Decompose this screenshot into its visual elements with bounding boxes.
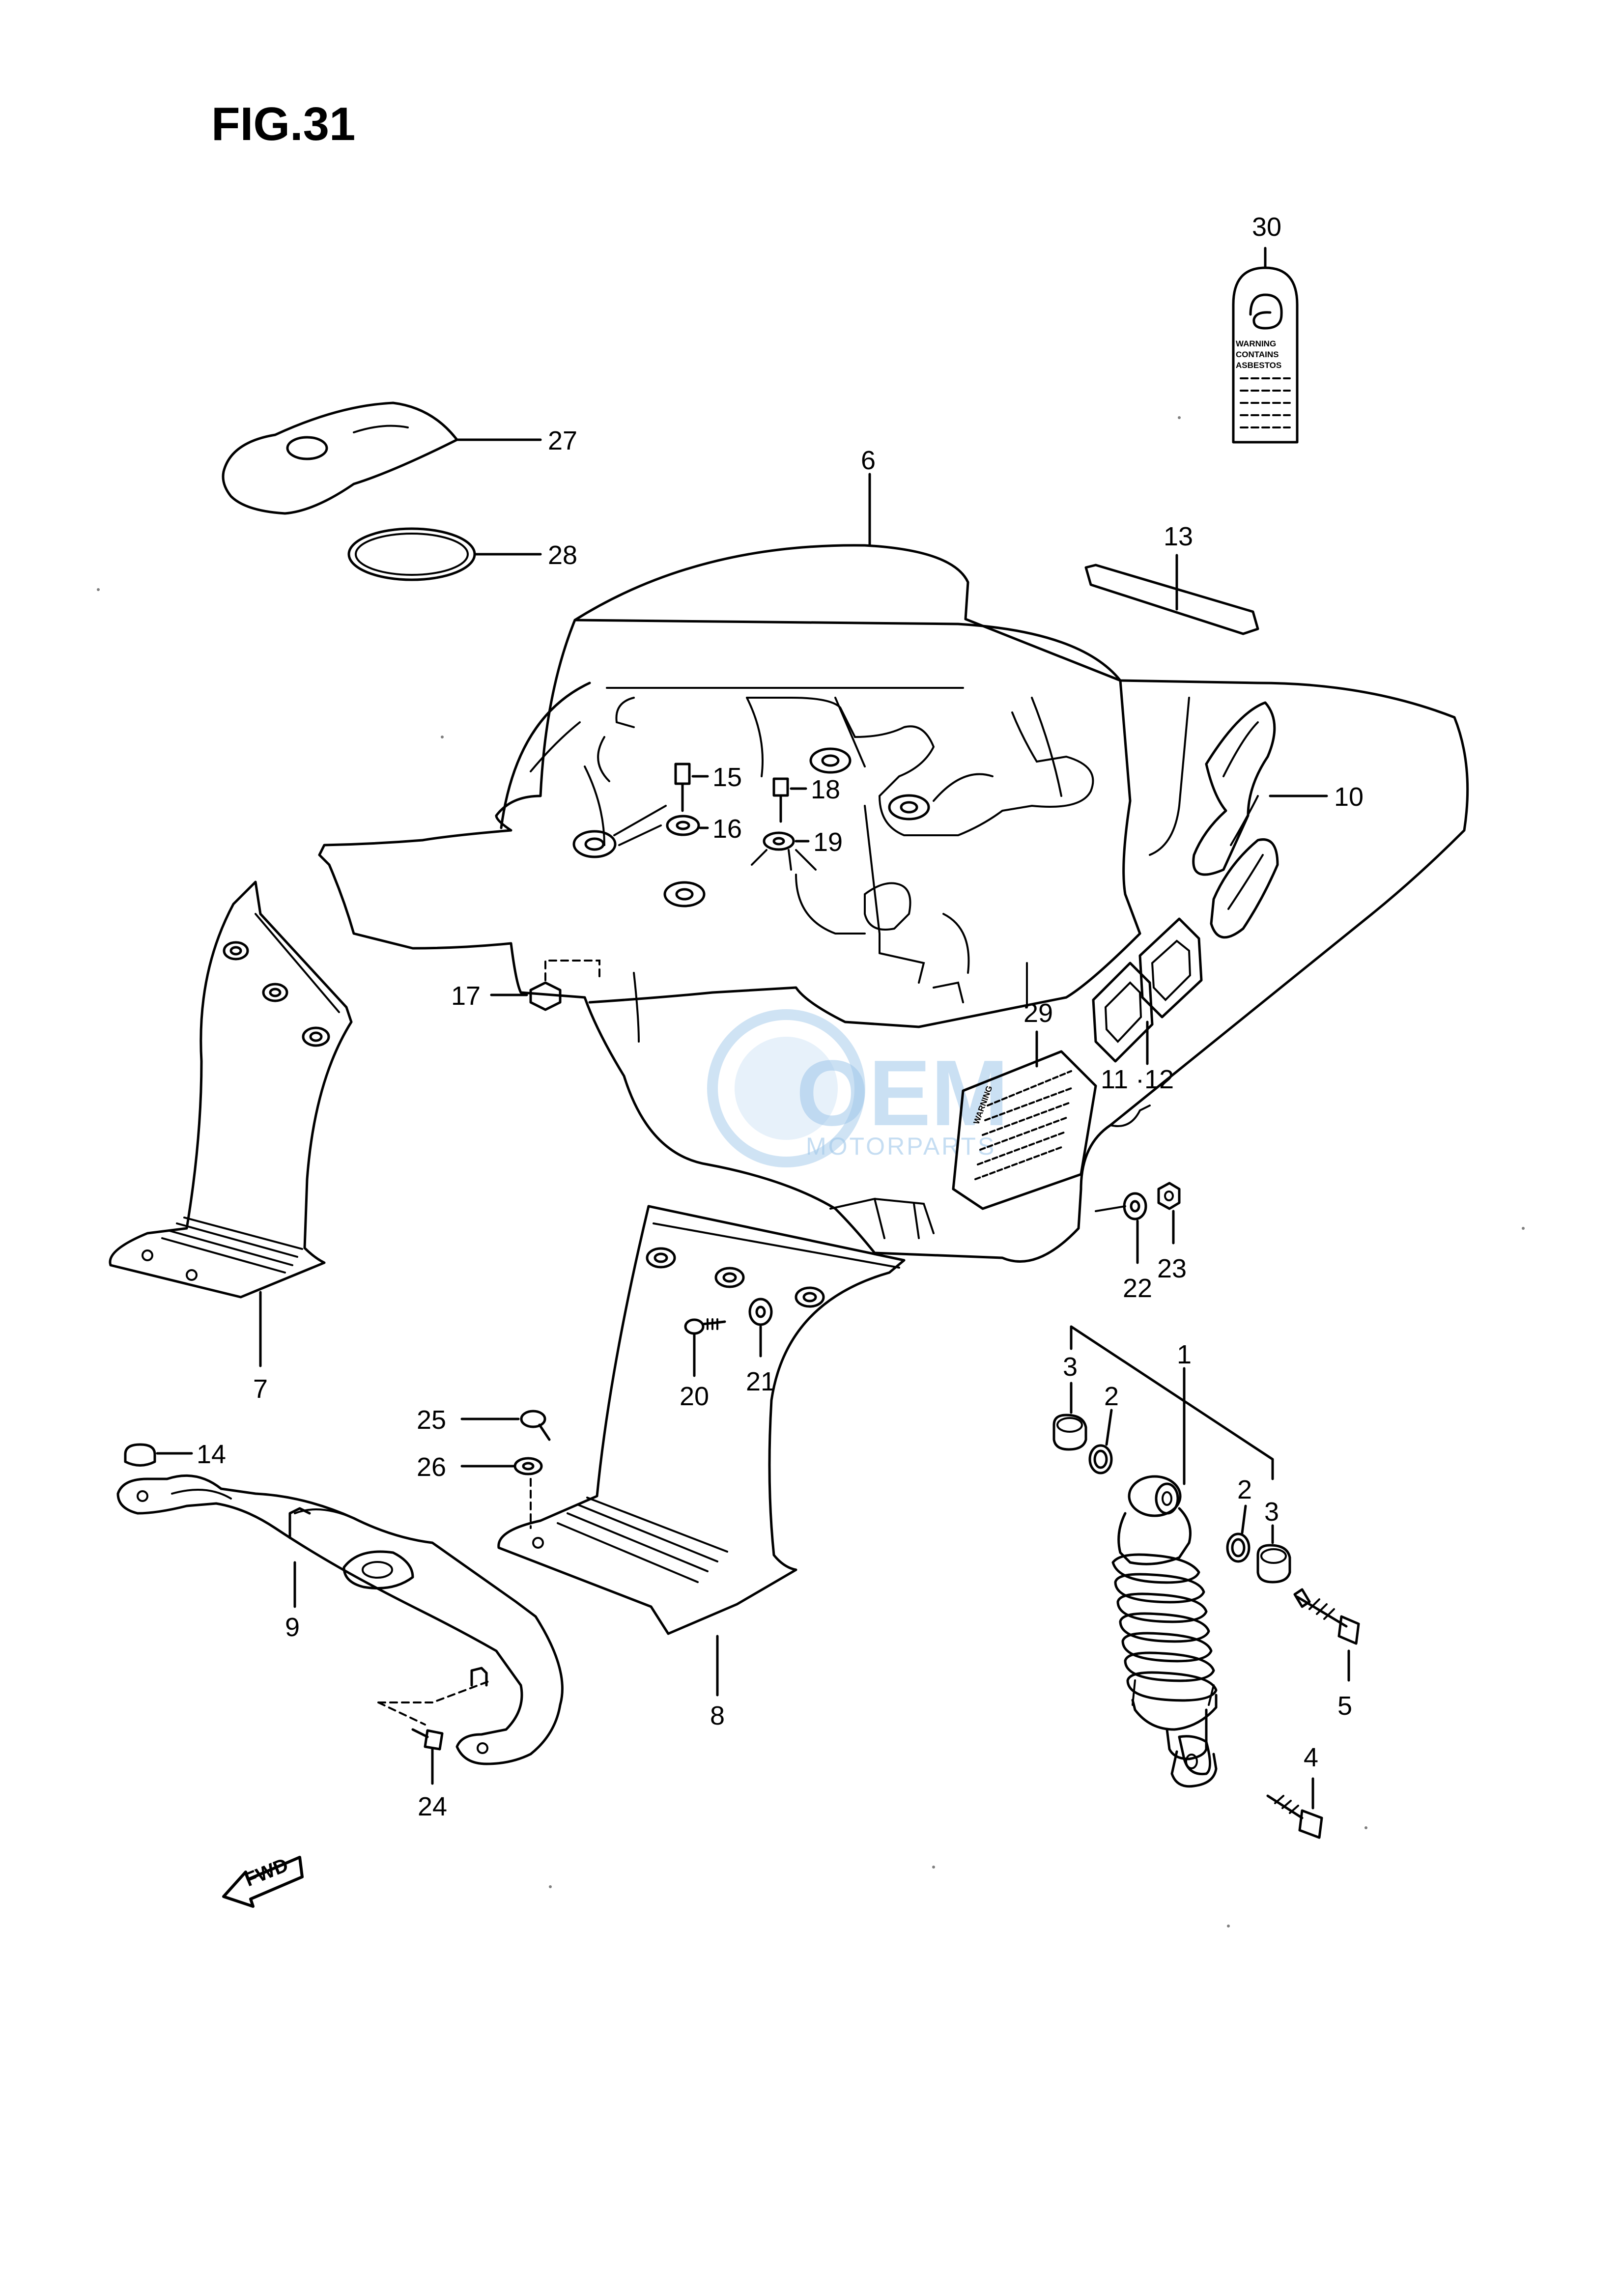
label-26: 26 bbox=[417, 1452, 446, 1482]
label-3a: 3 bbox=[1063, 1352, 1078, 1382]
assembly-bracket bbox=[1070, 1325, 1274, 1480]
part-1-shock-absorber bbox=[1111, 1475, 1218, 1788]
part-6-rear-fender bbox=[318, 544, 1469, 1263]
part-21-washer bbox=[748, 1298, 773, 1326]
warning-line1: WARNING bbox=[1236, 339, 1276, 348]
part-26-washer bbox=[513, 1457, 543, 1475]
fender-rubber-mounts bbox=[572, 747, 930, 907]
part-22-washer bbox=[1123, 1192, 1147, 1220]
part-3-collar-left bbox=[1052, 1414, 1087, 1451]
part-19-washer bbox=[763, 831, 795, 851]
part-18-bolt bbox=[772, 777, 789, 823]
warning-line2: CONTAINS bbox=[1236, 350, 1279, 359]
watermark-sub: MOTORPARTS bbox=[806, 1133, 996, 1160]
label-28: 28 bbox=[548, 540, 577, 570]
part-27-cushion bbox=[222, 401, 458, 515]
part-10-emblem bbox=[1192, 701, 1279, 939]
scan-specks bbox=[97, 416, 1525, 1928]
label-20: 20 bbox=[680, 1382, 709, 1411]
figure-title: FIG.31 bbox=[211, 98, 355, 150]
part-15-bolt bbox=[674, 763, 691, 812]
label-17: 17 bbox=[451, 981, 481, 1011]
label-30: 30 bbox=[1252, 212, 1281, 242]
label-24: 24 bbox=[418, 1792, 447, 1821]
part-5-bolt bbox=[1293, 1588, 1360, 1645]
label-5: 5 bbox=[1337, 1691, 1352, 1721]
part-14-cap bbox=[124, 1443, 156, 1467]
label-1: 1 bbox=[1177, 1340, 1192, 1369]
label-2b: 2 bbox=[1237, 1475, 1252, 1504]
label-8: 8 bbox=[710, 1701, 725, 1730]
label-4: 4 bbox=[1304, 1743, 1318, 1772]
part-30-warning-label: WARNING CONTAINS ASBESTOS bbox=[1232, 266, 1299, 444]
label-23: 23 bbox=[1157, 1254, 1187, 1283]
part-8-right-mudflap bbox=[497, 1205, 906, 1635]
part-9-grab-bar bbox=[116, 1474, 564, 1765]
part-28-o-ring bbox=[347, 527, 476, 581]
forward-direction-arrow: FWD bbox=[222, 1854, 304, 1908]
label-2a: 2 bbox=[1104, 1382, 1119, 1411]
label-22: 22 bbox=[1123, 1274, 1152, 1303]
part-2-seal-right bbox=[1226, 1532, 1251, 1563]
part-24-bolt bbox=[411, 1728, 444, 1751]
part-20-screw bbox=[684, 1318, 726, 1335]
part-23-nut bbox=[1157, 1182, 1181, 1210]
label-3b: 3 bbox=[1264, 1497, 1279, 1527]
part-11-12-decal bbox=[1092, 917, 1203, 1063]
label-29: 29 bbox=[1023, 998, 1053, 1028]
part-25-screw bbox=[520, 1410, 551, 1441]
label-16: 16 bbox=[712, 814, 742, 844]
part-16-collar bbox=[666, 815, 700, 836]
part-7-left-mudflap bbox=[109, 880, 353, 1299]
label-13: 13 bbox=[1164, 522, 1193, 551]
part-13-stripe bbox=[1084, 564, 1259, 635]
label-21: 21 bbox=[746, 1367, 775, 1396]
label-15: 15 bbox=[712, 763, 742, 792]
label-10: 10 bbox=[1334, 782, 1364, 812]
label-27: 27 bbox=[548, 426, 577, 455]
watermark-logo: OEM MOTORPARTS bbox=[707, 1009, 1009, 1167]
part-2-seal-left bbox=[1088, 1444, 1113, 1474]
label-25: 25 bbox=[417, 1405, 446, 1435]
label-6: 6 bbox=[861, 446, 876, 475]
part-17-nut bbox=[529, 960, 600, 1011]
label-18: 18 bbox=[811, 775, 840, 804]
part-3-collar-right bbox=[1256, 1544, 1291, 1584]
warning-line3: ASBESTOS bbox=[1236, 361, 1281, 370]
label-7: 7 bbox=[253, 1374, 268, 1404]
label-14: 14 bbox=[197, 1440, 226, 1469]
watermark-main: OEM bbox=[796, 1041, 1009, 1145]
part-4-bolt bbox=[1266, 1794, 1323, 1839]
label-9: 9 bbox=[285, 1613, 300, 1642]
label-11-12: 11 ·12 bbox=[1101, 1065, 1174, 1094]
label-19: 19 bbox=[813, 827, 843, 857]
